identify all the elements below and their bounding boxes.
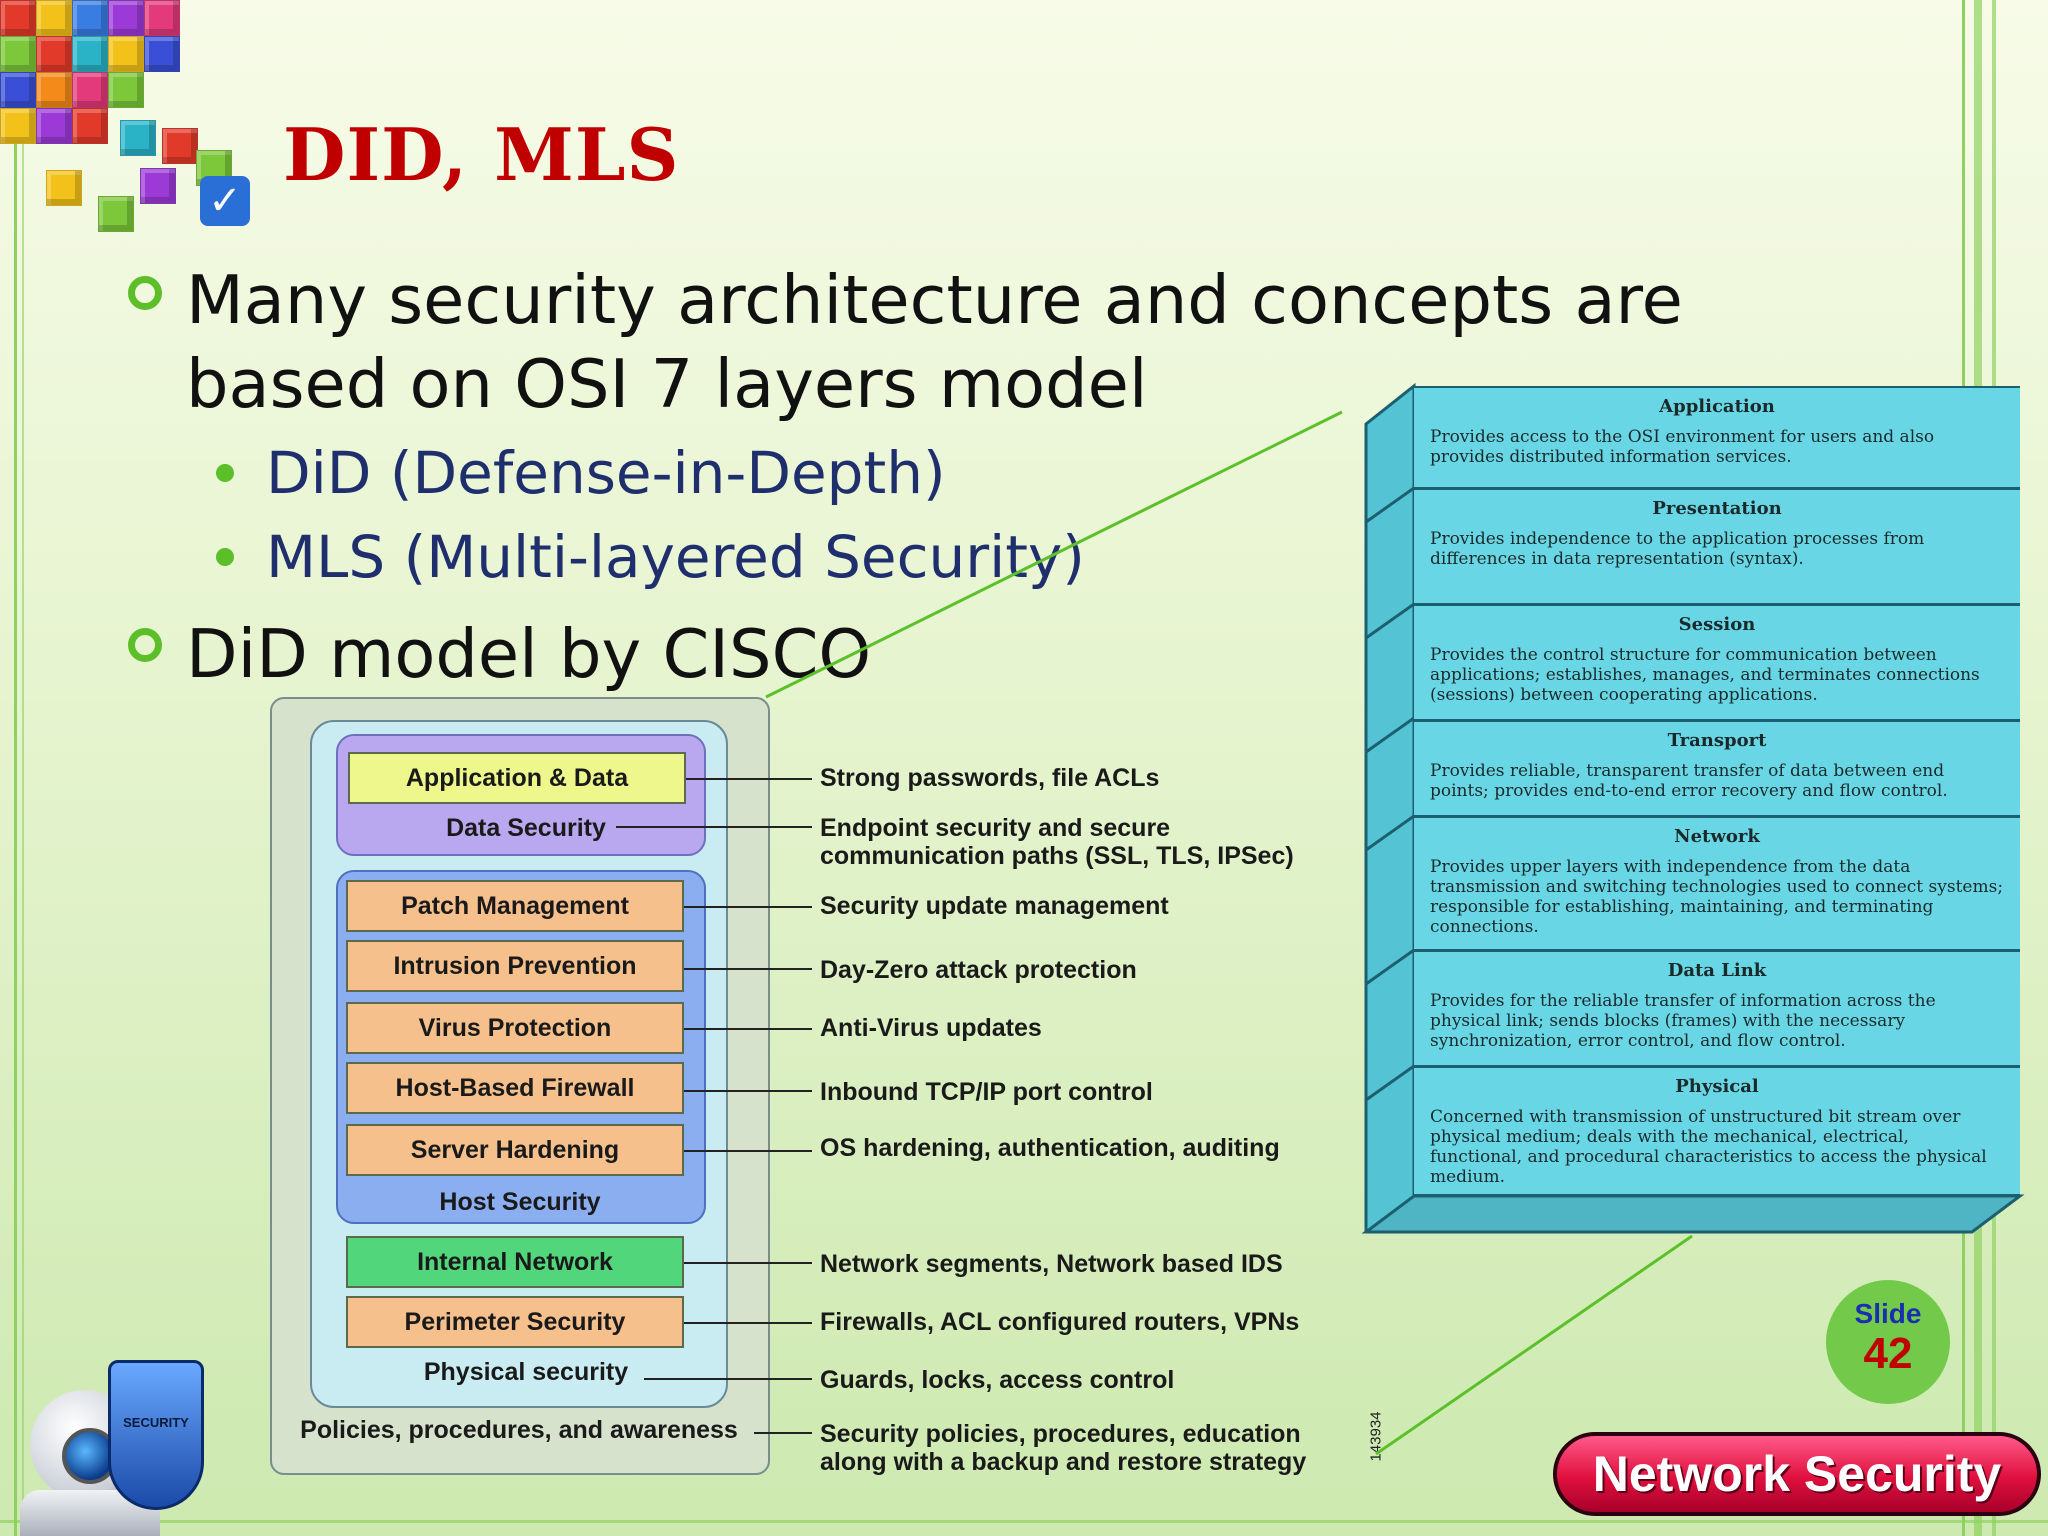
connector-line [684, 1028, 812, 1030]
box-internal-network: Internal Network [346, 1236, 684, 1288]
osi-layer-text: Provides for the reliable transfer of in… [1430, 991, 1936, 1051]
robot-security-icon: SECURITY [0, 1350, 220, 1536]
osi-layer-title: Session [1678, 614, 1756, 635]
bullet-ring-icon [128, 276, 162, 310]
connector-line [684, 1322, 812, 1324]
osi-layer-transport: Transport Provides reliable, transparent… [1414, 722, 2020, 818]
osi-layer-title: Network [1674, 826, 1760, 847]
connector-line [616, 826, 812, 828]
osi-layer-text: Provides independence to the application… [1430, 529, 1925, 569]
osi-layer-title: Data Link [1667, 960, 1767, 981]
osi-layer-text: Provides reliable, transparent transfer … [1430, 761, 1948, 801]
osi-layer-title: Physical [1675, 1076, 1759, 1097]
shield-text: SECURITY [123, 1415, 189, 1430]
connector-line [644, 1378, 812, 1380]
desc-inbound: Inbound TCP/IP port control [820, 1078, 1153, 1106]
desc-guards: Guards, locks, access control [820, 1366, 1175, 1394]
box-intrusion-prevention: Intrusion Prevention [346, 940, 684, 992]
slide-title: DID, MLS [283, 112, 680, 197]
osi-layer-physical: Physical Concerned with transmission of … [1414, 1068, 2020, 1194]
osi-layer-session: Session Provides the control structure f… [1414, 606, 2020, 722]
bullet-1-line-2: based on OSI 7 layers model [186, 345, 1148, 423]
osi-layer-application: Application Provides access to the OSI e… [1414, 388, 2020, 490]
desc-firewalls: Firewalls, ACL configured routers, VPNs [820, 1308, 1300, 1336]
osi-layer-text: Provides the control structure for commu… [1430, 645, 1980, 705]
cubes-logo: ✓ [0, 0, 260, 240]
slide-number-badge: Slide 42 [1826, 1280, 1950, 1404]
desc-endpoint-line-2: communication paths (SSL, TLS, IPSec) [820, 842, 1294, 870]
slide-number: 42 [1863, 1329, 1913, 1378]
border-line-left-2 [22, 0, 24, 1536]
box-server-hardening: Server Hardening [346, 1124, 684, 1176]
box-perimeter-security: Perimeter Security [346, 1296, 684, 1348]
osi-layer-text: Provides access to the OSI environment f… [1430, 427, 1935, 467]
connector-line [686, 778, 812, 780]
label-physical-security: Physical security [423, 1358, 629, 1386]
box-application-data: Application & Data [348, 752, 686, 804]
sub-bullet-dot-icon [216, 464, 234, 482]
osi-layer-data-link: Data Link Provides for the reliable tran… [1414, 952, 2020, 1068]
sub-bullet-dot-icon [216, 548, 234, 566]
desc-os-hardening: OS hardening, authentication, auditing [820, 1134, 1280, 1162]
label-policies: Policies, procedures, and awareness [300, 1416, 738, 1444]
desc-endpoint-line-1: Endpoint security and secure [820, 814, 1171, 842]
desc-update-management: Security update management [820, 892, 1169, 920]
osi-layer-title: Presentation [1652, 498, 1782, 519]
network-security-label: Network Security [1553, 1432, 2041, 1516]
osi-layer-text: Concerned with transmission of unstructu… [1430, 1107, 1987, 1187]
connector-line [684, 968, 812, 970]
desc-antivirus: Anti-Virus updates [820, 1014, 1042, 1042]
label-host-security: Host Security [439, 1188, 601, 1216]
osi-layer-title: Application [1659, 396, 1775, 417]
slide-label: Slide [1854, 1298, 1922, 1329]
bullet-ring-icon [128, 628, 162, 662]
connector-line [684, 906, 812, 908]
box-virus-protection: Virus Protection [346, 1002, 684, 1054]
border-line-bottom [0, 1520, 2048, 1523]
box-patch-management: Patch Management [346, 880, 684, 932]
checkmark-icon: ✓ [200, 176, 250, 226]
connector-line [754, 1432, 812, 1434]
desc-segments: Network segments, Network based IDS [820, 1250, 1283, 1278]
desc-policies-line-1: Security policies, procedures, education [820, 1420, 1301, 1448]
osi-layer-presentation: Presentation Provides independence to th… [1414, 490, 2020, 606]
bullet-1-line-1: Many security architecture and concepts … [186, 261, 1683, 339]
desc-policies-line-2: along with a backup and restore strategy [820, 1448, 1307, 1476]
desc-passwords: Strong passwords, file ACLs [820, 764, 1160, 792]
box-host-based-firewall: Host-Based Firewall [346, 1062, 684, 1114]
desc-day-zero: Day-Zero attack protection [820, 956, 1137, 984]
connector-line [684, 1090, 812, 1092]
sub-bullet-mls: MLS (Multi-layered Security) [266, 523, 1085, 591]
osi-layer-network: Network Provides upper layers with indep… [1414, 818, 2020, 952]
osi-layer-text: Provides upper layers with independence … [1430, 857, 2004, 937]
connector-line [684, 1150, 812, 1152]
connector-line [684, 1262, 812, 1264]
osi-layer-title: Transport [1667, 730, 1767, 751]
sub-bullet-did: DiD (Defense-in-Depth) [266, 439, 946, 507]
label-data-security: Data Security [446, 814, 606, 842]
border-line-left [14, 0, 17, 1536]
bullet-2-line-1: DiD model by CISCO [186, 615, 872, 693]
